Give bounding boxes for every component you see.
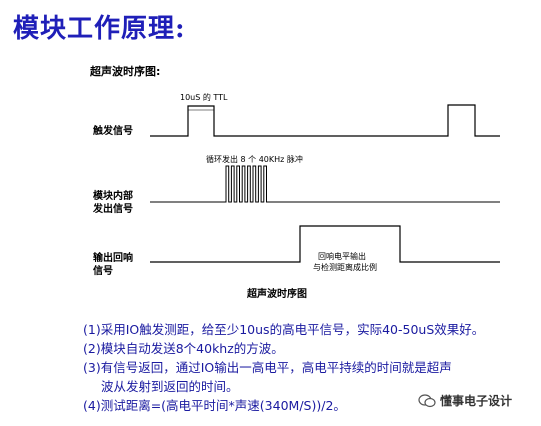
signal-label-internal: 模块内部 发出信号: [93, 191, 133, 215]
echo-annotation-line2: 与检测距离成比例: [313, 263, 377, 272]
page-title: 模块工作原理:: [13, 14, 186, 44]
watermark-text: 懂事电子设计: [440, 394, 513, 408]
echo-annotation-line1: 回响电平输出: [318, 252, 366, 261]
signal-label-trigger: 触发信号: [93, 126, 133, 137]
waveform-canvas: [150, 104, 500, 263]
diagram-caption: 超声波时序图: [247, 289, 307, 300]
notes-list: (1)采用IO触发测距，给至少10us的高电平信号，实际40-50uS效果好。 …: [83, 320, 533, 415]
watermark: 懂事电子设计: [418, 392, 512, 409]
trigger-waveform: [150, 104, 500, 137]
signal-label-echo: 输出回响 信号: [93, 253, 133, 277]
note-item: 波从发射到返回的时间。: [101, 379, 239, 394]
note-item: (1)采用IO触发测距，给至少10us的高电平信号，实际40-50uS效果好。: [83, 322, 485, 337]
note-item: (4)测试距离=(高电平时间*声速(340M/S))/2。: [83, 398, 346, 413]
burst-pulse-train: [150, 165, 500, 203]
note-item: (3)有信号返回，通过IO输出一高电平，高电平持续的时间就是超声: [83, 360, 452, 375]
diagram-heading: 超声波时序图:: [90, 65, 161, 78]
note-item: (2)模块自动发送8个40khz的方波。: [83, 341, 284, 356]
burst-annotation: 循环发出 8 个 40KHz 脉冲: [206, 155, 303, 164]
echo-waveform: [150, 225, 500, 263]
timing-diagram: 超声波时序图: 触发信号 模块内部 发出信号 输出回响 信号 10uS 的 TT…: [90, 65, 500, 300]
trigger-pulse-annotation: 10uS 的 TTL: [180, 93, 228, 102]
burst-waveform: [150, 165, 500, 203]
wechat-icon: [418, 393, 436, 407]
